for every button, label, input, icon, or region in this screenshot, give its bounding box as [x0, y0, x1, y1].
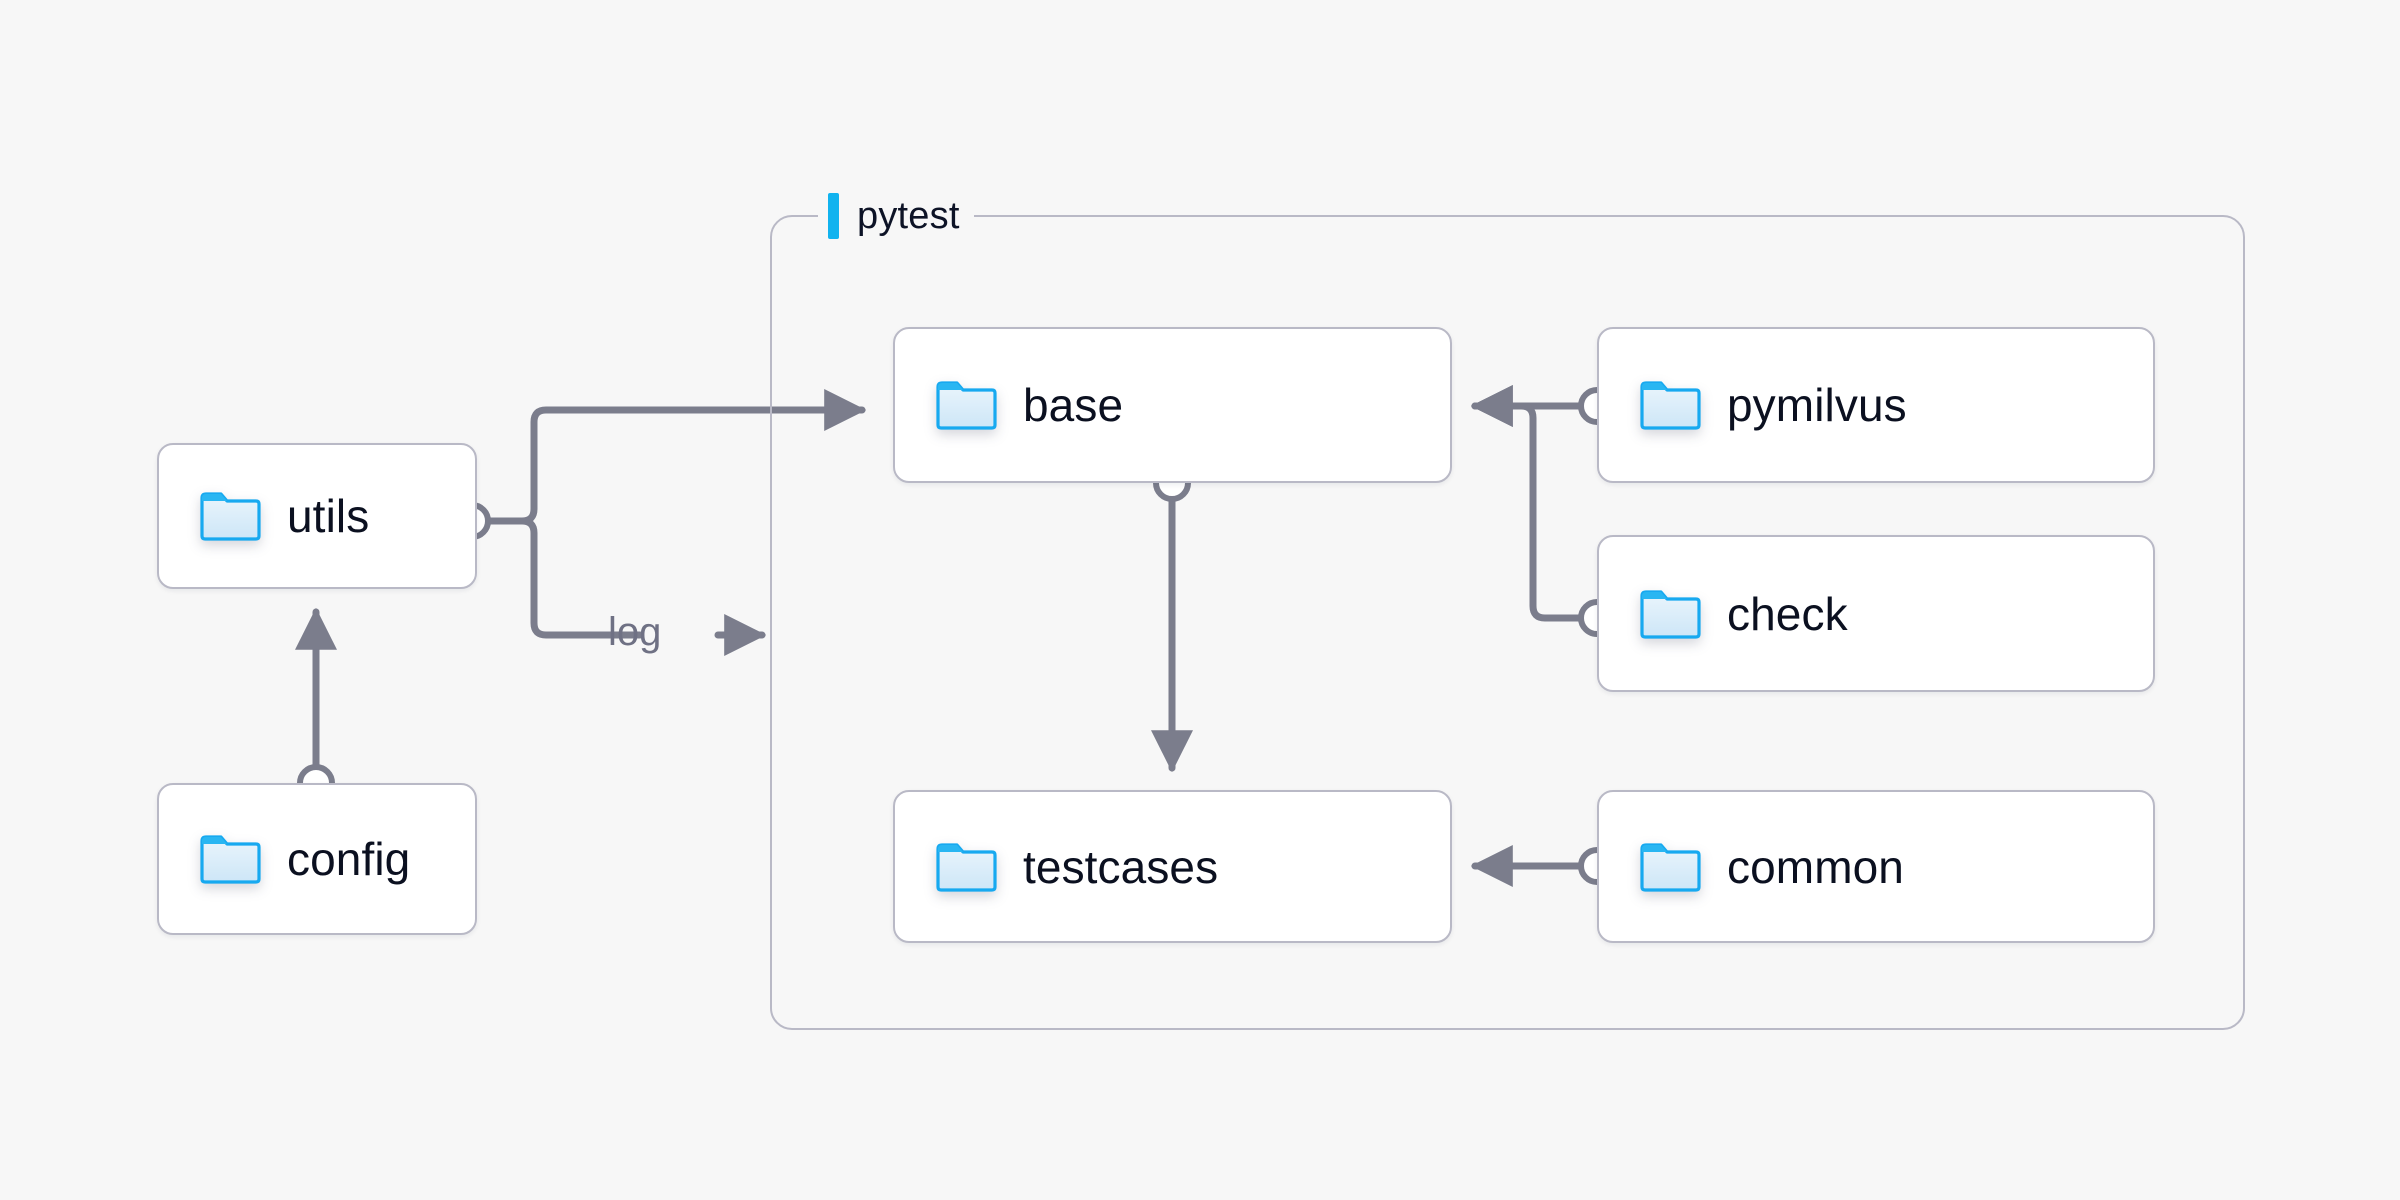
node-testcases[interactable]: testcases — [893, 790, 1452, 943]
node-common-label: common — [1727, 840, 1904, 893]
node-common[interactable]: common — [1597, 790, 2155, 943]
edge-config-utils — [295, 607, 337, 802]
edge-utils-log — [481, 517, 767, 656]
folder-icon — [935, 380, 997, 430]
node-pymilvus-label: pymilvus — [1727, 379, 1907, 431]
accent-bar-icon — [828, 193, 839, 239]
edge-label-log: log — [608, 610, 662, 654]
folder-icon — [1639, 842, 1701, 892]
folder-icon — [199, 834, 261, 884]
node-base[interactable]: base — [893, 327, 1452, 483]
node-base-label: base — [1023, 379, 1124, 431]
group-pytest-label: pytest — [818, 190, 974, 242]
node-utils[interactable]: utils — [157, 443, 477, 589]
node-testcases-label: testcases — [1023, 840, 1219, 893]
node-utils-label: utils — [287, 490, 370, 542]
node-check-label: check — [1727, 587, 1848, 640]
group-pytest[interactable] — [770, 215, 2245, 1030]
node-pymilvus[interactable]: pymilvus — [1597, 327, 2155, 483]
node-config[interactable]: config — [157, 783, 477, 935]
node-check[interactable]: check — [1597, 535, 2155, 692]
folder-icon — [935, 842, 997, 892]
folder-icon — [1639, 380, 1701, 430]
node-config-label: config — [287, 833, 411, 885]
folder-icon — [1639, 589, 1701, 639]
folder-icon — [199, 491, 261, 541]
group-pytest-title: pytest — [857, 194, 960, 237]
